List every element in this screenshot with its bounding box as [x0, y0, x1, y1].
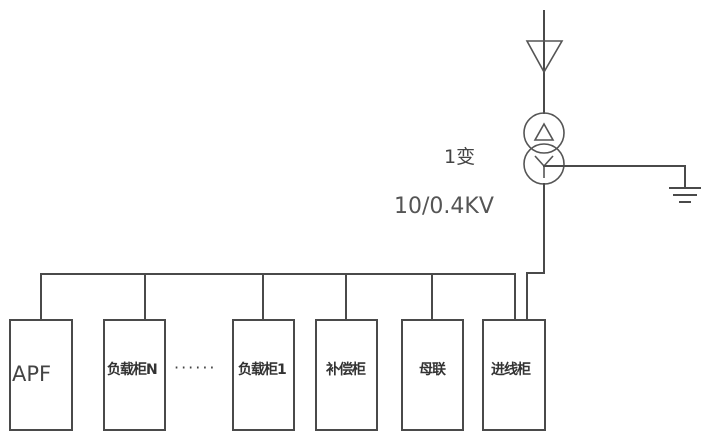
cabinet-compensation-label: 补偿柜 — [326, 362, 366, 378]
low-voltage-bus — [40, 273, 516, 321]
cabinet-load-n-box — [103, 319, 166, 431]
cabinet-compensation-box — [315, 319, 378, 431]
wye-winding-icon — [534, 155, 554, 178]
cabinet-incoming-box — [482, 319, 546, 431]
cabinet-load-n-label: 负载柜N — [107, 362, 158, 378]
cabinet-load-1-box — [232, 319, 295, 431]
ellipsis: ······ — [174, 358, 217, 377]
cabinet-apf-box — [9, 319, 73, 431]
cabinet-bus-tie-label: 母联 — [419, 362, 446, 378]
ground-icon — [543, 165, 701, 203]
cabinet-load-1-label: 负载柜1 — [238, 362, 287, 378]
cabinet-incoming-label: 进线柜 — [491, 362, 531, 378]
transformer-name-label: 1变 — [444, 146, 476, 168]
delta-winding-icon — [533, 122, 555, 141]
cabinet-bus-tie-box — [401, 319, 464, 431]
transformer-secondary-feeder — [526, 183, 545, 321]
incoming-supply-arrow-icon — [525, 10, 564, 114]
transformer-icon — [523, 112, 565, 185]
cabinet-apf-label: APF — [12, 362, 52, 386]
transformer-rating-label: 10/0.4KV — [394, 194, 494, 219]
